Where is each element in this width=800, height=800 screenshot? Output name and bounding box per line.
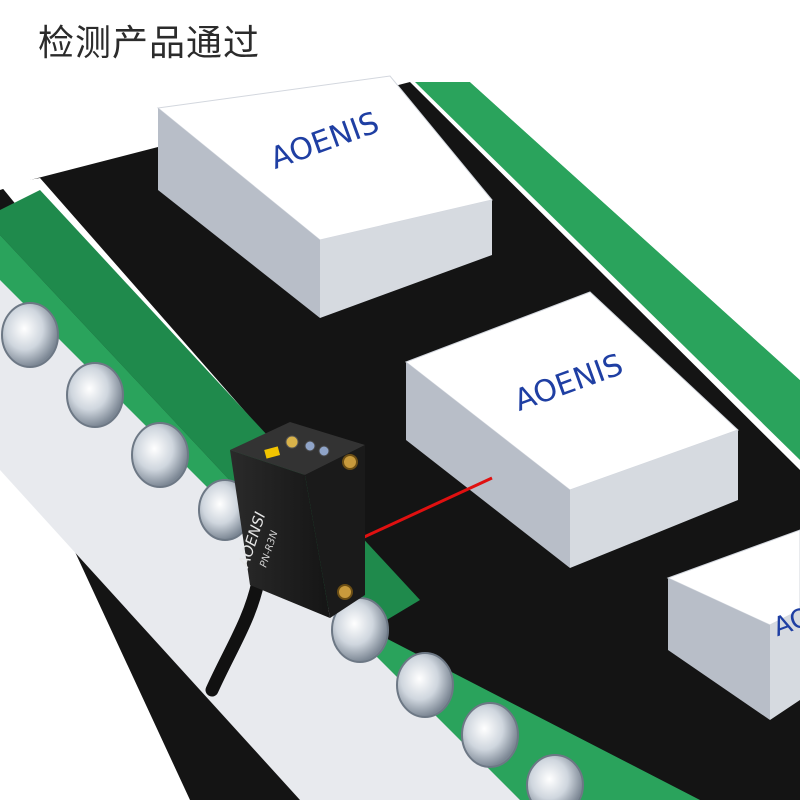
mounting-hole-icon [342, 454, 358, 470]
photoelectric-sensor: AOENSI PN-R3N [230, 422, 365, 618]
mounting-hole-icon [337, 584, 353, 600]
roller-icon [461, 702, 519, 768]
adjust-screw-icon [318, 445, 330, 457]
roller-icon [396, 652, 454, 718]
adjust-screw-icon [285, 435, 299, 449]
caption-title: 检测产品通过 [38, 23, 261, 64]
roller-icon [131, 422, 189, 488]
roller-icon [526, 754, 584, 800]
product-box-3: AO [666, 529, 800, 720]
product-box-2: AOENIS [404, 291, 739, 568]
laser-beam-icon [361, 476, 493, 540]
side-rail-right [415, 82, 800, 460]
cable-icon [205, 575, 265, 697]
product-box-1: AOENIS [156, 75, 493, 318]
led-indicator-icon [264, 446, 281, 459]
belt-edge-strip-right [470, 82, 800, 380]
roller-icon [1, 302, 59, 368]
roller-icon [66, 362, 124, 428]
adjust-screw-icon [304, 440, 316, 452]
